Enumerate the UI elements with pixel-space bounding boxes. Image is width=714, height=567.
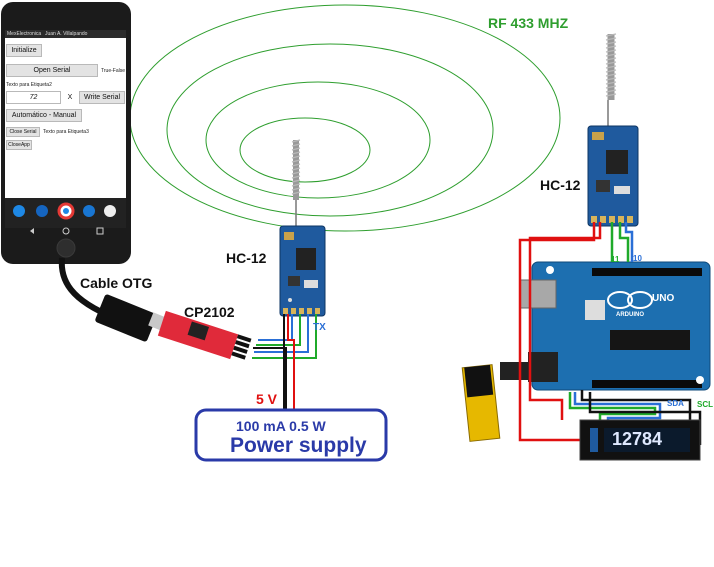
pin-10-label: 10 xyxy=(633,254,642,263)
status-bar-author: Juan A. Villalpando xyxy=(45,31,88,37)
cp2102-module xyxy=(157,310,252,360)
tx-label: TX xyxy=(313,322,326,333)
oled-display xyxy=(579,419,701,461)
initialize-button[interactable]: Initialize xyxy=(6,44,42,57)
cp2102-label: CP2102 xyxy=(184,304,235,320)
close-app-button[interactable]: CloseApp xyxy=(6,140,32,150)
battery-9v xyxy=(461,362,530,442)
hc12-right-board xyxy=(587,125,639,227)
text-label-2: Texto para Etiqueta2 xyxy=(6,82,52,88)
left-wires xyxy=(252,314,317,412)
power-supply-box xyxy=(194,408,388,462)
phone-app-screen: MexElectronica Juan A. Villalpando Initi… xyxy=(5,30,126,198)
arduino-brand-label: ARDUINO xyxy=(616,312,644,318)
power-supply-label: Power supply xyxy=(230,434,367,457)
hc12-right-label: HC-12 xyxy=(540,177,581,193)
rf-title: RF 433 MHZ xyxy=(488,15,569,31)
sda-label: SDA xyxy=(667,399,684,408)
phone-app-icons xyxy=(13,202,116,235)
hc12-left-label: HC-12 xyxy=(226,250,267,266)
hc12-left-antenna xyxy=(291,139,301,228)
pin-11-label: 11 xyxy=(611,255,620,264)
five-volt-label: 5 V xyxy=(256,391,278,407)
text-label-3: Texto para Etiqueta3 xyxy=(43,129,89,135)
scl-label: SCL xyxy=(697,400,713,409)
cable-otg-label: Cable OTG xyxy=(80,275,153,291)
rf-waves xyxy=(129,4,561,232)
close-serial-button[interactable]: Close Serial xyxy=(6,127,40,137)
open-serial-button[interactable]: Open Serial xyxy=(6,64,98,77)
value-input[interactable]: 72 xyxy=(6,91,61,104)
power-spec-label: 100 mA 0.5 W xyxy=(236,418,326,434)
arduino-model-label: UNO xyxy=(652,293,675,304)
clear-button[interactable]: X xyxy=(63,91,77,104)
right-wires xyxy=(518,222,702,450)
status-bar-app-name: MexElectronica xyxy=(7,31,42,37)
write-serial-button[interactable]: Write Serial xyxy=(79,91,125,104)
oled-value: 12784 xyxy=(612,429,663,449)
hc12-left-board xyxy=(279,225,326,317)
hc12-right-antenna xyxy=(605,33,617,130)
true-false-label: True-False xyxy=(101,68,125,74)
auto-manual-button[interactable]: Automático - Manual xyxy=(6,109,82,122)
arduino-uno-board xyxy=(519,261,711,391)
